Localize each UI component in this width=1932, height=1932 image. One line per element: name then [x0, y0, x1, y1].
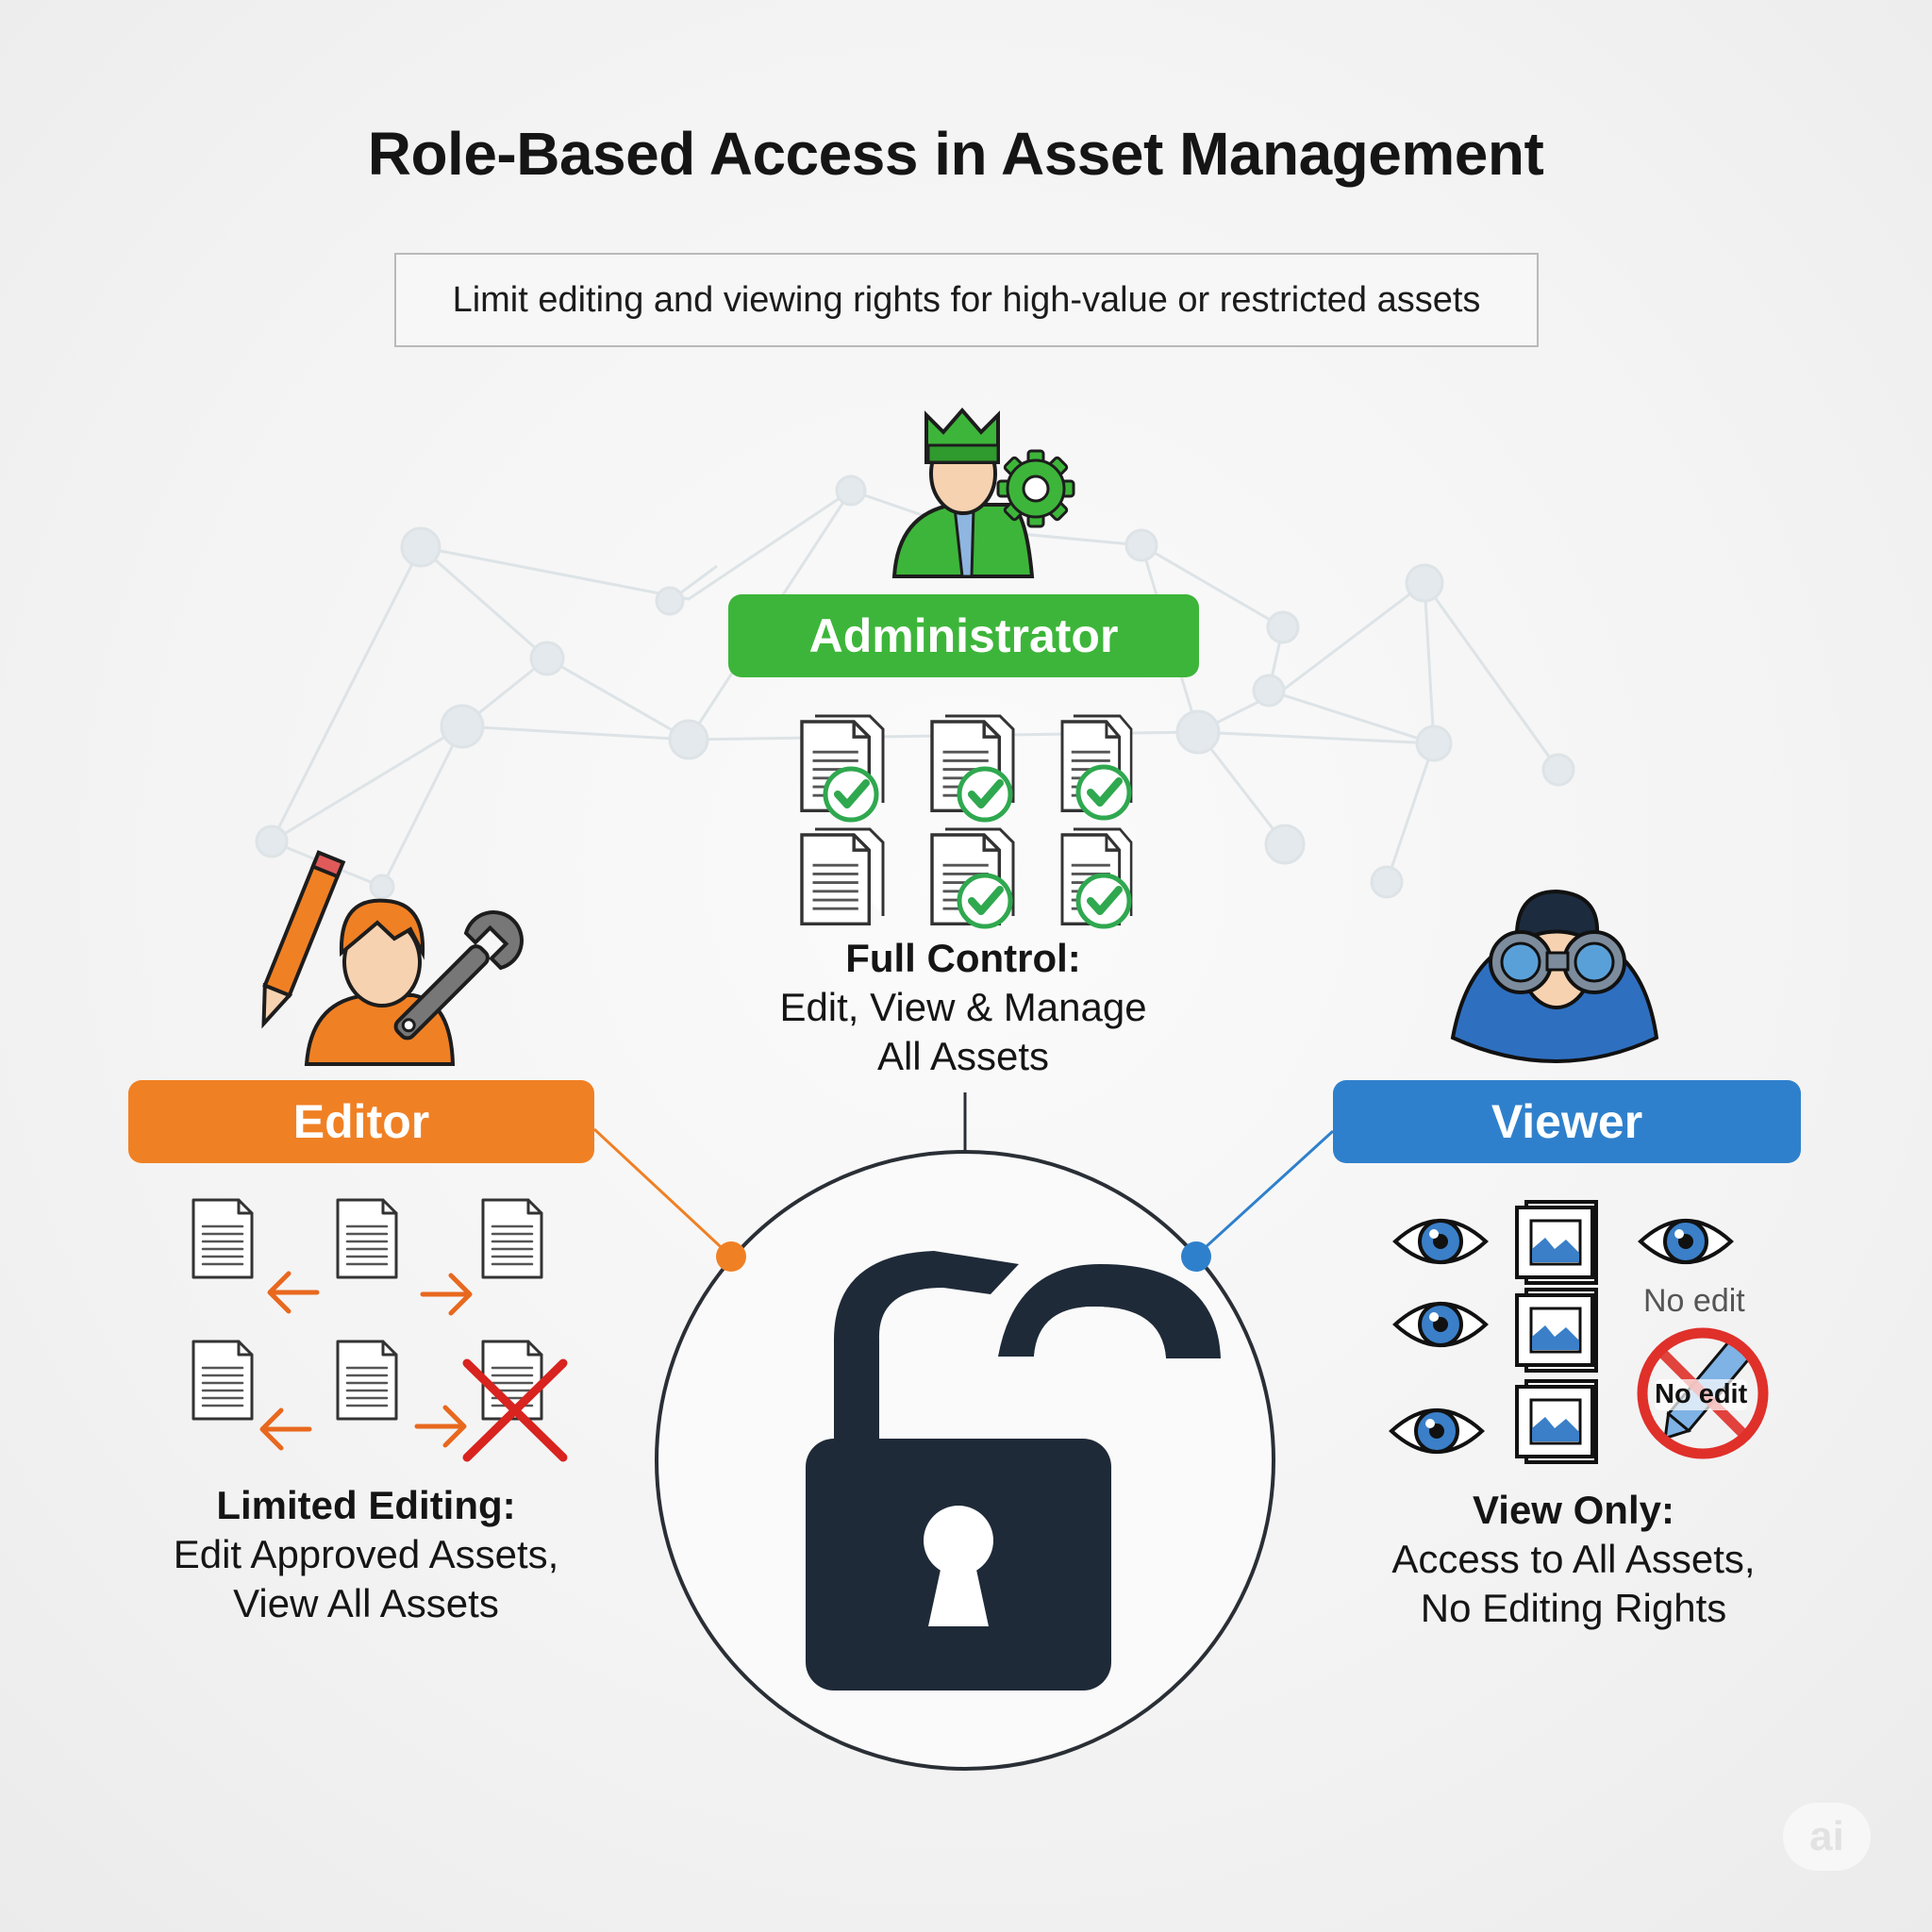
pencil-icon [261, 850, 346, 1029]
editor-documents-grid [192, 1198, 568, 1462]
editor-line2: View All Assets [233, 1581, 499, 1625]
editor-description: Limited Editing: Edit Approved Assets, V… [130, 1481, 602, 1628]
admin-documents-grid [802, 716, 1131, 926]
no-edit-caption: No edit [1643, 1283, 1745, 1319]
viewer-label: Viewer [1491, 1095, 1643, 1148]
administrator-label: Administrator [808, 609, 1119, 662]
ai-watermark: ai [1783, 1803, 1871, 1871]
gear-icon [996, 449, 1075, 528]
unlocked-padlock-icon [806, 1251, 1221, 1690]
wrench-icon [393, 910, 524, 1041]
viewer-description: View Only: Access to All Assets, No Edit… [1338, 1486, 1809, 1633]
administrator-avatar-icon [891, 407, 1035, 578]
page-title: Role-Based Access in Asset Management [367, 120, 1544, 188]
viewer-binoculars-icon [1450, 889, 1659, 1063]
no-edit-badge-text: No edit [1655, 1379, 1748, 1410]
administrator-description: Full Control: Edit, View & Manage All As… [727, 934, 1199, 1081]
administrator-heading: Full Control: [845, 936, 1081, 980]
network-background [255, 475, 1575, 900]
viewer-line1: Access to All Assets, [1391, 1537, 1756, 1581]
editor-line1: Edit Approved Assets, [173, 1532, 559, 1576]
denied-x-icon [462, 1358, 568, 1462]
administrator-badge: Administrator [728, 594, 1199, 677]
editor-avatar-icon [304, 898, 456, 1066]
editor-label: Editor [292, 1095, 430, 1148]
viewer-line2: No Editing Rights [1420, 1586, 1727, 1630]
subtitle-box: Limit editing and viewing rights for hig… [394, 253, 1539, 347]
viewer-assets-grid [1390, 1200, 1769, 1464]
administrator-line2: All Assets [876, 1034, 1050, 1078]
editor-heading: Limited Editing: [216, 1483, 516, 1527]
viewer-badge: Viewer [1333, 1080, 1801, 1163]
editor-badge: Editor [128, 1080, 594, 1163]
administrator-line1: Edit, View & Manage [779, 985, 1147, 1029]
subtitle-text: Limit editing and viewing rights for hig… [452, 279, 1481, 320]
viewer-heading: View Only: [1473, 1488, 1674, 1532]
